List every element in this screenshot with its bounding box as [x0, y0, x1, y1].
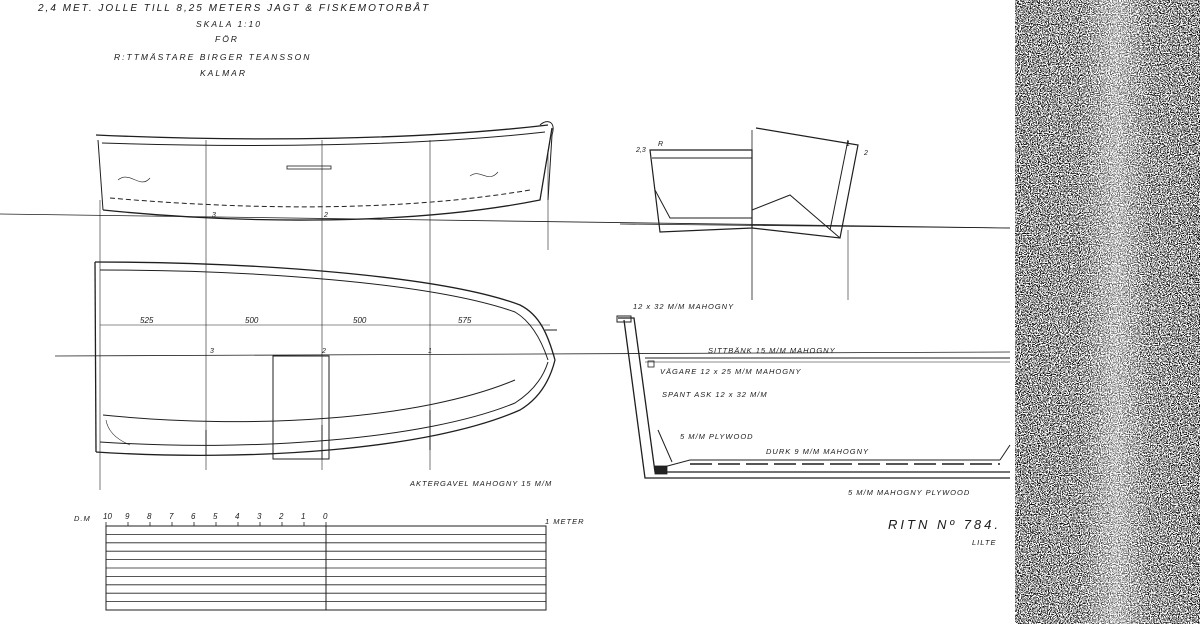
scale-bar-tick-label: 6 [191, 512, 196, 521]
dim-525: 525 [140, 316, 154, 325]
scale-bar-tick-label: 8 [147, 512, 152, 521]
label-transom: AKTERGAVEL MAHOGNY 15 M/M [410, 479, 553, 488]
title-line-1: 2,4 MET. JOLLE TILL 8,25 METERS JAGT & F… [38, 3, 431, 14]
scale-end-label: 1 METER [545, 517, 585, 526]
body-mark-1: 1 [846, 141, 850, 148]
scale-bar-tick-label: 9 [125, 512, 130, 521]
label-plywood: 5 M/M PLYWOOD [680, 432, 754, 441]
body-baseline [619, 223, 1011, 229]
drawn-by: LILTE [972, 538, 997, 547]
profile-station-3: 3 [212, 212, 216, 219]
plan-centerline [54, 351, 1011, 357]
title-town: KALMAR [200, 68, 247, 78]
scale-bar-tick-label: 4 [235, 512, 240, 521]
dim-500-a: 500 [245, 316, 259, 325]
profile-view [95, 121, 554, 221]
plan-view [94, 261, 557, 460]
construction-section [616, 315, 1011, 479]
scale-bar-tick-label: 3 [257, 512, 262, 521]
profile-baseline [0, 213, 1011, 229]
title-owner: R:TTMÄSTARE BIRGER TEANSSON [114, 52, 312, 62]
body-mark-r: R [658, 141, 663, 148]
scan-dark-edge [1015, 0, 1200, 624]
body-plan [649, 127, 859, 300]
dim-500-b: 500 [353, 316, 367, 325]
title-for: FÖR [215, 34, 239, 44]
scale-dm-label: D.M [74, 514, 91, 523]
label-floor: DURK 9 M/M MAHOGNY [766, 447, 870, 456]
dim-575: 575 [458, 316, 472, 325]
body-mark-23: 2,3 [635, 147, 646, 154]
plan-station-3: 3 [210, 348, 214, 355]
scale-bar-tick-label: 0 [323, 512, 328, 521]
scale-bar-tick-label: 10 [103, 512, 112, 521]
scale-bar-tick-label: 5 [213, 512, 218, 521]
scale-bar-tick-label: 7 [169, 512, 174, 521]
label-seat: SITTBÄNK 15 M/M MAHOGNY [708, 346, 836, 355]
profile-station-2: 2 [323, 212, 328, 219]
station-lines [99, 140, 549, 490]
scale-bar-tick-label: 2 [278, 512, 284, 521]
label-bottom: 5 M/M MAHOGNY PLYWOOD [848, 488, 971, 497]
label-gunwale: 12 x 32 M/M MAHOGNY [633, 302, 735, 311]
label-frames: SPANT ASK 12 x 32 M/M [662, 390, 768, 399]
title-scale: SKALA 1:10 [196, 19, 262, 29]
plan-station-2: 2 [321, 348, 326, 355]
plan-station-1: 1 [428, 348, 432, 355]
label-stringer: VÄGARE 12 x 25 M/M MAHOGNY [660, 367, 802, 376]
drawing-number: RITN Nº 784. [888, 517, 1001, 532]
body-mark-2: 2 [863, 150, 868, 157]
scale-bar-tick-label: 1 [301, 512, 305, 521]
